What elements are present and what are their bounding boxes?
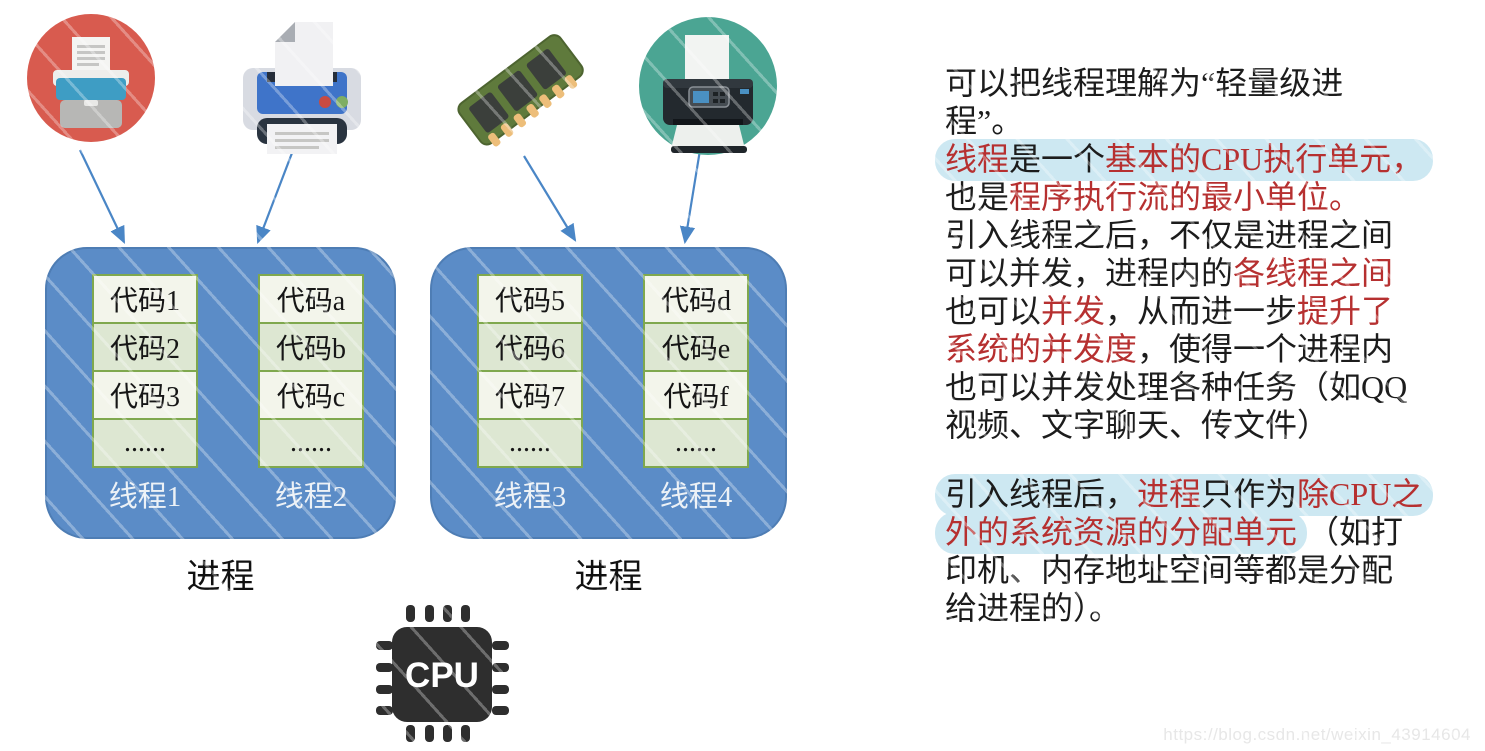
arrow xyxy=(523,155,577,242)
highlight-pill: 引入线程后，进程只作为除CPU之 xyxy=(935,474,1434,516)
code-cell: 代码2 xyxy=(92,322,198,372)
ram-icon xyxy=(457,34,584,147)
text-segment: 也是 xyxy=(945,179,1010,215)
code-cell: ...... xyxy=(92,418,198,468)
code-cell: 代码b xyxy=(258,322,364,372)
thread-label: 线程3 xyxy=(493,481,567,513)
text-segment: 视频、文字聊天、传文件） xyxy=(945,407,1330,443)
text-segment: （如打 xyxy=(1307,514,1404,550)
inkjet-printer-icon xyxy=(639,17,777,155)
code-cell: 代码5 xyxy=(477,274,583,324)
watermark: https://blog.csdn.net/weixin_43914604 xyxy=(1163,725,1471,744)
text-segment: 可以把线程理解为“轻量级进 xyxy=(945,65,1344,101)
text-line: 系统的并发度，使得一个进程内 xyxy=(945,330,1433,368)
text-line: 也是程序执行流的最小单位。 xyxy=(945,178,1433,216)
code-cell: 代码c xyxy=(258,370,364,420)
code-cell: 代码1 xyxy=(92,274,198,324)
code-cell: 代码a xyxy=(258,274,364,324)
right-text-panel: 可以把线程理解为“轻量级进程”。线程是一个基本的CPU执行单元，也是程序执行流的… xyxy=(935,64,1434,627)
process-caption: 进程 xyxy=(186,559,255,596)
text-paragraph: 可以把线程理解为“轻量级进程”。线程是一个基本的CPU执行单元，也是程序执行流的… xyxy=(935,64,1434,444)
thread-label: 线程2 xyxy=(274,481,348,513)
text-segment: 可以并发，进程内的 xyxy=(945,255,1234,291)
text-segment: 引入线程后， xyxy=(945,476,1138,512)
thread-label: 线程1 xyxy=(108,481,182,513)
cpu-icon: CPU xyxy=(376,605,509,742)
text-segment: 是一个 xyxy=(1009,141,1106,177)
text-segment: 程序执行流的最小单位。 xyxy=(1009,179,1362,215)
code-cell: 代码7 xyxy=(477,370,583,420)
text-segment: 除CPU之 xyxy=(1297,476,1424,512)
text-segment: 并发 xyxy=(1041,293,1106,329)
text-line: 引入线程之后，不仅是进程之间 xyxy=(945,216,1433,254)
text-line: 给进程的）。 xyxy=(945,589,1433,627)
text-segment: 也可以并发处理各种任务（如QQ xyxy=(945,369,1408,405)
text-segment: ，从而进一步 xyxy=(1105,293,1298,329)
text-segment: ，使得一个进程内 xyxy=(1137,331,1394,367)
thread-label: 线程4 xyxy=(659,481,733,513)
code-cell: 代码f xyxy=(643,370,749,420)
text-segment: 基本的CPU执行单元， xyxy=(1105,141,1424,177)
text-line: 也可以并发，从而进一步提升了 xyxy=(945,292,1433,330)
arrow xyxy=(679,149,702,245)
arrow xyxy=(79,149,125,244)
code-cell: 代码6 xyxy=(477,322,583,372)
text-segment: 程”。 xyxy=(945,103,1024,139)
printer-icon xyxy=(243,22,361,154)
code-cell: ...... xyxy=(477,418,583,468)
text-line: 外的系统资源的分配单元（如打 xyxy=(935,512,1433,554)
text-segment: 印机、内存地址空间等都是分配 xyxy=(945,552,1394,588)
highlight-pill: 外的系统资源的分配单元 xyxy=(935,512,1308,554)
text-segment: 系统的并发度 xyxy=(945,331,1138,367)
text-paragraph: 引入线程后，进程只作为除CPU之外的系统资源的分配单元（如打印机、内存地址空间等… xyxy=(935,474,1434,627)
code-cell: ...... xyxy=(643,418,749,468)
text-segment: 线程 xyxy=(945,141,1010,177)
code-cell: ...... xyxy=(258,418,364,468)
code-cell: 代码3 xyxy=(92,370,198,420)
text-segment: 只作为 xyxy=(1201,476,1298,512)
text-segment: 也可以 xyxy=(945,293,1042,329)
text-segment: 提升了 xyxy=(1297,293,1394,329)
code-cell: 代码d xyxy=(643,274,749,324)
text-segment: 各线程之间 xyxy=(1233,255,1394,291)
text-line: 程”。 xyxy=(945,102,1433,140)
text-segment: 给进程的）。 xyxy=(945,590,1122,626)
text-line: 可以把线程理解为“轻量级进 xyxy=(945,64,1433,102)
cpu-label: CPU xyxy=(405,656,479,695)
text-segment: 引入线程之后，不仅是进程之间 xyxy=(945,217,1394,253)
document-tray-icon xyxy=(27,14,155,142)
text-line: 可以并发，进程内的各线程之间 xyxy=(945,254,1433,292)
text-line: 也可以并发处理各种任务（如QQ xyxy=(945,368,1433,406)
process-caption: 进程 xyxy=(574,559,643,596)
code-cell: 代码e xyxy=(643,322,749,372)
text-line: 印机、内存地址空间等都是分配 xyxy=(945,551,1433,589)
arrow xyxy=(256,152,294,245)
highlight-pill: 线程是一个基本的CPU执行单元， xyxy=(935,139,1434,181)
text-line: 引入线程后，进程只作为除CPU之 xyxy=(935,474,1434,516)
text-line: 视频、文字聊天、传文件） xyxy=(945,406,1433,444)
text-segment: 进程 xyxy=(1137,476,1202,512)
text-line: 线程是一个基本的CPU执行单元， xyxy=(935,139,1434,181)
